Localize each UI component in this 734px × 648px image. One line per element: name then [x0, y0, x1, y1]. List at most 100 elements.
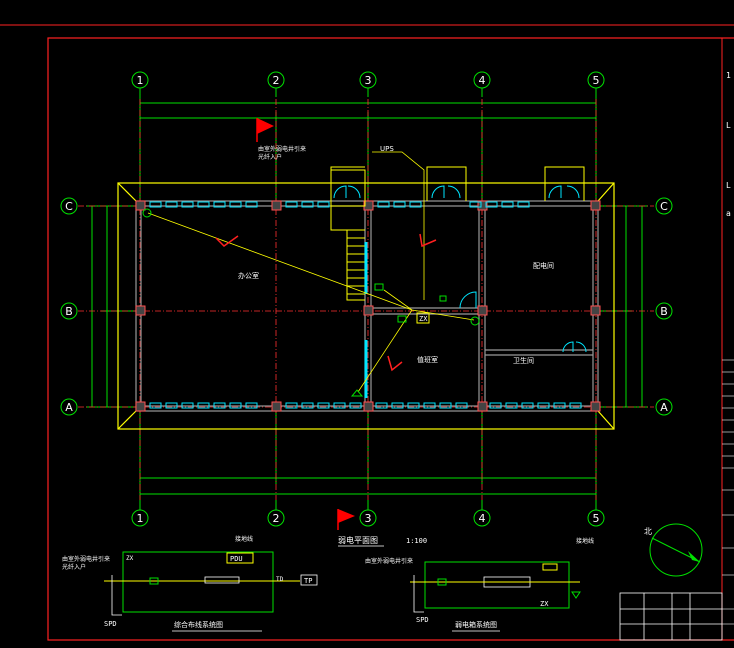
grid-bubble-left-B: B	[60, 302, 78, 320]
windows	[149, 201, 582, 409]
window-mark	[439, 402, 452, 409]
bay-outlines	[330, 166, 585, 201]
room-label-office: 办公室	[238, 271, 259, 280]
grid-bubble-bottom-2-label: 2	[273, 512, 280, 525]
grid-bubble-left-C: C	[60, 197, 78, 215]
right-panel-fragment-4: a	[726, 209, 731, 218]
wiring	[147, 151, 475, 393]
window-mark	[517, 201, 530, 208]
zx-label-left: ZX	[126, 555, 134, 562]
spd-label-left: SPD	[104, 620, 117, 628]
grid-bubble-right-A-label: A	[660, 401, 668, 414]
window-mark	[317, 201, 330, 208]
plan-scale: 1:100	[406, 537, 427, 545]
grid-bubble-top-1-label: 1	[137, 74, 144, 87]
grid-bubble-top-4-label: 4	[479, 74, 486, 87]
window-mark	[333, 402, 346, 409]
window-mark	[301, 201, 314, 208]
equipment-zx: ZX	[419, 315, 428, 323]
cabling-note-2: 光纤入户	[62, 563, 86, 571]
grid-bubble-bottom-3-label: 3	[365, 512, 372, 525]
equipment-symbols: ZX	[142, 208, 480, 397]
annotation-fiber-2: 光纤入户	[258, 153, 282, 161]
grid-bubble-bottom-4: 4	[473, 509, 491, 527]
box-title: 弱电箱系统图	[455, 620, 497, 629]
grid-bubble-bottom-1: 1	[131, 509, 149, 527]
bubble-leaders	[139, 88, 597, 510]
room-label-wc: 卫生间	[513, 356, 534, 365]
grid-bubble-top-3-label: 3	[365, 74, 372, 87]
grid-bubble-top-2-label: 2	[273, 74, 280, 87]
window-mark	[149, 402, 162, 409]
grid-bubble-top-5-label: 5	[593, 74, 600, 87]
grid-bubble-right-B: B	[655, 302, 673, 320]
structural-columns	[135, 200, 601, 412]
window-mark	[409, 201, 422, 208]
window-mark	[489, 402, 502, 409]
window-mark	[181, 402, 194, 409]
window-mark	[213, 402, 226, 409]
grid-bubble-left-B-label: B	[65, 305, 73, 318]
window-mark	[149, 201, 162, 208]
right-panel-fragment-3: L	[726, 181, 731, 190]
annotation-ups: UPS	[380, 145, 394, 153]
right-panel-fragment-2: L	[726, 121, 731, 130]
window-mark	[501, 201, 514, 208]
grid-bubble-bottom-2: 2	[267, 509, 285, 527]
flag-icon	[256, 118, 274, 142]
north-arrow-icon: 北	[644, 523, 703, 577]
window-mark	[349, 402, 362, 409]
box-note-1: 由室外弱电井引来	[365, 557, 413, 565]
window-mark	[181, 201, 194, 208]
window-mark	[469, 201, 482, 208]
window-mark	[393, 201, 406, 208]
window-mark	[285, 402, 298, 409]
grid-bubble-left-A-label: A	[65, 401, 73, 414]
grid-bubble-top-2: 2	[267, 71, 285, 89]
grid-bubble-bottom-3: 3	[359, 509, 377, 527]
zx-label-right: ZX	[540, 600, 549, 608]
window-mark	[391, 402, 404, 409]
right-panel-fragment-1: 1	[726, 71, 731, 80]
grid-bubble-bottom-5: 5	[587, 509, 605, 527]
window-mark	[229, 402, 242, 409]
grid-bubble-bottom-4-label: 4	[479, 512, 486, 525]
grid-bubble-right-C: C	[655, 197, 673, 215]
grid-bubble-top-5: 5	[587, 71, 605, 89]
window-mark	[301, 402, 314, 409]
room-label-power: 配电间	[533, 261, 554, 270]
window-mark	[197, 201, 210, 208]
title-block	[619, 592, 723, 641]
window-mark	[165, 201, 178, 208]
pdu-label: PDU	[230, 555, 243, 563]
door-swings	[333, 185, 587, 398]
window-mark	[377, 201, 390, 208]
grid-bubble-top-4: 4	[473, 71, 491, 89]
grid-bubble-right-B-label: B	[660, 305, 668, 318]
spd-label-right: SPD	[416, 616, 429, 624]
window-mark	[423, 402, 436, 409]
window-mark	[569, 402, 582, 409]
window-mark	[165, 402, 178, 409]
annotation-fiber: 由室外弱电井引来	[258, 145, 306, 153]
room-label-duty: 值班室	[417, 355, 438, 364]
window-mark	[485, 201, 498, 208]
window-mark	[197, 402, 210, 409]
system-diagram-cabling: PDU TP TD ZX SPD 由室外弱电井引来 光纤入户 接地线 综合布线系…	[62, 535, 318, 632]
window-mark	[285, 201, 298, 208]
window-mark	[229, 201, 242, 208]
cabling-title: 综合布线系统图	[174, 620, 223, 629]
window-mark	[213, 201, 226, 208]
building-outline	[117, 182, 615, 430]
right-panel-table	[722, 359, 734, 625]
td-label: TD	[276, 576, 284, 583]
window-mark	[245, 201, 258, 208]
grid-bubble-left-C-label: C	[65, 200, 73, 213]
grid-bubble-right-C-label: C	[660, 200, 668, 213]
window-mark	[317, 402, 330, 409]
cabling-note-1: 由室外弱电井引来	[62, 555, 110, 563]
window-mark	[553, 402, 566, 409]
